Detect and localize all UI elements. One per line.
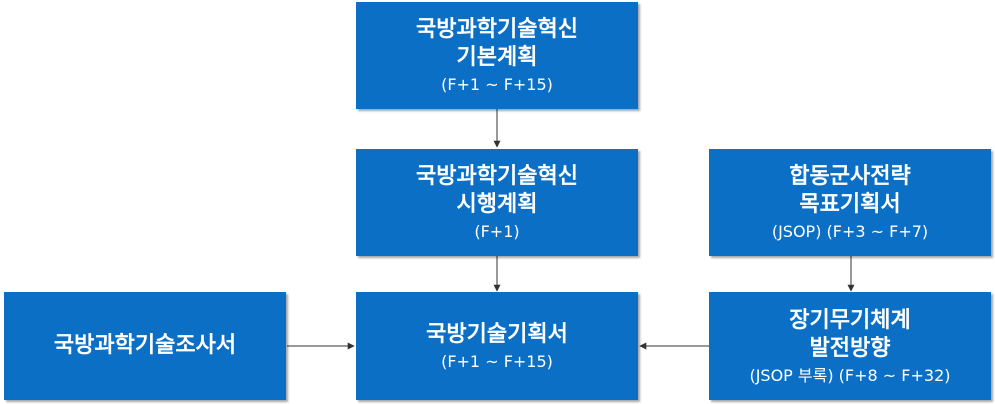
basic-plan-box: 국방과학기술혁신 기본계획 (F+1 ~ F+15) (356, 2, 638, 109)
implementation-plan-box: 국방과학기술혁신 시행계획 (F+1) (356, 149, 638, 256)
long-term-box: 장기무기체계 발전방향 (JSOP 부록) (F+8 ~ F+32) (709, 292, 991, 400)
tech-plan-period: (F+1 ~ F+15) (441, 351, 553, 371)
long-term-title-line1: 장기무기체계 (789, 307, 911, 333)
basic-plan-title-line1: 국방과학기술혁신 (416, 17, 578, 42)
basic-plan-title-line2: 기본계획 (456, 45, 538, 70)
implementation-plan-title-line2: 시행계획 (456, 192, 538, 217)
implementation-plan-title-line1: 국방과학기술혁신 (416, 164, 578, 189)
basic-plan-period: (F+1 ~ F+15) (441, 75, 553, 94)
jsop-title-line2: 목표기획서 (799, 192, 901, 217)
tech-plan-box: 국방기술기획서 (F+1 ~ F+15) (356, 292, 638, 400)
long-term-title-line2: 발전방향 (809, 335, 891, 361)
implementation-plan-period: (F+1) (474, 222, 520, 241)
survey-title: 국방과학기술조사서 (53, 333, 237, 358)
tech-plan-title: 국방기술기획서 (426, 321, 568, 347)
survey-box: 국방과학기술조사서 (4, 292, 286, 400)
jsop-period: (JSOP) (F+3 ~ F+7) (771, 222, 929, 241)
jsop-box: 합동군사전략 목표기획서 (JSOP) (F+3 ~ F+7) (709, 149, 991, 256)
jsop-title-line1: 합동군사전략 (789, 164, 911, 189)
long-term-period: (JSOP 부록) (F+8 ~ F+32) (749, 365, 951, 385)
